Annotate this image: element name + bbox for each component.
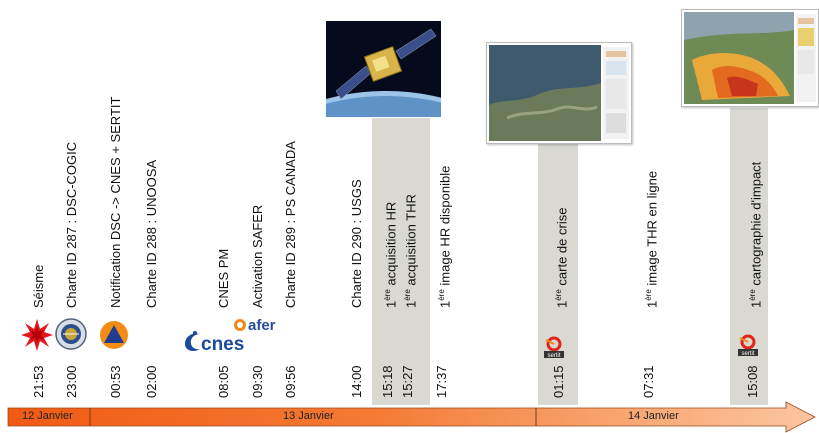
day-label-12: 12 Janvier (22, 410, 73, 422)
sertit-logo-impact: sertit (736, 334, 760, 361)
highlight-band-acquisition (372, 118, 430, 405)
sertit-logo-crisis: sertit (542, 336, 566, 363)
sertit-logo-text: sertit (547, 353, 560, 358)
civil-protection-icon (99, 320, 129, 355)
sertit-logo-text: sertit (741, 351, 754, 356)
cnes-logo: cnes (183, 330, 257, 359)
day-label-13: 13 Janvier (283, 410, 334, 422)
crisis-map-image (486, 42, 632, 144)
cnes-logo-text: cnes (201, 334, 244, 354)
impact-map-image (681, 9, 819, 107)
explosion-icon (20, 318, 54, 357)
safer-logo-text: afer (248, 317, 276, 334)
safer-logo: afer (232, 315, 288, 340)
highlight-band-crisis-map (538, 140, 578, 405)
dsc-cogic-seal-icon (55, 318, 87, 355)
satellite-image (326, 21, 441, 117)
day-label-14: 14 Janvier (628, 410, 679, 422)
